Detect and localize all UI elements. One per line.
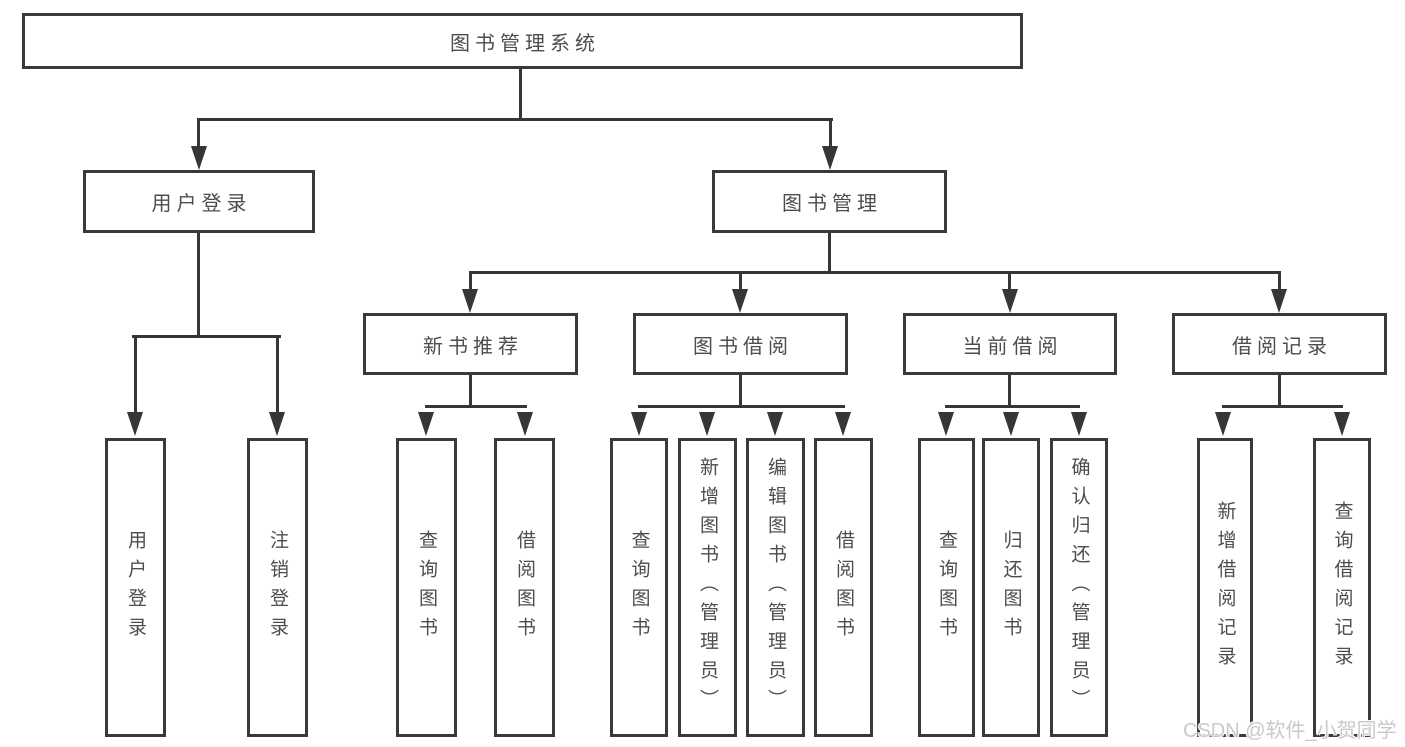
node-new-book-recommend-label: 新书推荐 xyxy=(423,335,523,358)
leaf-add-books-admin-label: 新增图书（管理员） xyxy=(697,457,718,718)
arrow-down-icon xyxy=(517,412,533,436)
arrow-down-icon xyxy=(127,412,143,436)
leaf-query-books-current-label: 查询图书 xyxy=(936,529,957,646)
csdn-watermark: CSDN @软件_小贺同学 xyxy=(1183,720,1397,742)
node-book-borrowing-label: 图书借阅 xyxy=(693,335,793,358)
leaf-query-books-recommend: 查询图书 xyxy=(396,438,457,737)
connector-drop-leaf-logout xyxy=(276,335,279,413)
connector-new-book-stem xyxy=(469,375,472,408)
leaf-query-borrow-record: 查询借阅记录 xyxy=(1313,438,1371,737)
leaf-query-books-recommend-label: 查询图书 xyxy=(416,529,437,646)
arrow-down-icon xyxy=(631,412,647,436)
leaf-logout-label: 注销登录 xyxy=(267,529,288,646)
connector-root-crossbar xyxy=(197,118,833,121)
leaf-borrow-books-label: 借阅图书 xyxy=(833,529,854,646)
node-borrowing-records-label: 借阅记录 xyxy=(1232,335,1332,358)
connector-user-login-stem xyxy=(197,233,200,338)
leaf-user-login: 用户登录 xyxy=(105,438,166,737)
connector-drop-new-book-recommend xyxy=(469,271,472,292)
node-borrowing-records: 借阅记录 xyxy=(1172,313,1387,375)
node-current-borrowing-label: 当前借阅 xyxy=(962,335,1063,358)
node-user-login: 用户登录 xyxy=(83,170,315,233)
leaf-edit-books-admin-label: 编辑图书（管理员） xyxy=(765,457,786,718)
arrow-down-icon xyxy=(1334,412,1350,436)
connector-current-borrowing-stem xyxy=(1008,375,1011,408)
leaf-add-borrow-record: 新增借阅记录 xyxy=(1197,438,1253,737)
connector-borrowing-records-crossbar xyxy=(1222,405,1343,408)
arrow-down-icon xyxy=(1071,412,1087,436)
arrow-down-icon xyxy=(767,412,783,436)
leaf-query-books-current: 查询图书 xyxy=(918,438,975,737)
arrow-down-icon xyxy=(269,412,285,436)
connector-book-borrowing-stem xyxy=(739,375,742,408)
leaf-borrow-books: 借阅图书 xyxy=(814,438,873,737)
connector-new-book-crossbar xyxy=(425,405,527,408)
leaf-borrow-books-recommend: 借阅图书 xyxy=(494,438,555,737)
leaf-add-books-admin: 新增图书（管理员） xyxy=(678,438,737,737)
arrow-down-icon xyxy=(835,412,851,436)
leaf-return-books: 归还图书 xyxy=(982,438,1040,737)
connector-drop-book-borrowing xyxy=(739,271,742,292)
connector-book-management-stem xyxy=(828,233,831,274)
leaf-return-books-label: 归还图书 xyxy=(1000,529,1022,646)
connector-drop-borrowing-records xyxy=(1278,271,1281,292)
connector-book-management-crossbar xyxy=(469,271,1281,274)
connector-drop-current-borrowing xyxy=(1008,271,1011,292)
arrow-down-icon xyxy=(418,412,434,436)
node-user-login-label: 用户登录 xyxy=(151,193,252,215)
connector-root-stem xyxy=(519,69,522,120)
arrow-down-icon xyxy=(732,289,748,313)
leaf-confirm-return-admin-label: 确认归还（管理员） xyxy=(1068,457,1090,718)
arrow-down-icon xyxy=(191,146,207,170)
node-book-borrowing: 图书借阅 xyxy=(633,313,848,375)
node-library-management-system-label: 图书管理系统 xyxy=(450,32,600,55)
arrow-down-icon xyxy=(699,412,715,436)
connector-borrowing-records-stem xyxy=(1278,375,1281,408)
node-library-management-system: 图书管理系统 xyxy=(22,13,1023,69)
node-book-management: 图书管理 xyxy=(712,170,947,233)
leaf-query-borrow-record-label: 查询借阅记录 xyxy=(1331,500,1353,675)
connector-drop-book-management xyxy=(829,118,832,148)
node-new-book-recommend: 新书推荐 xyxy=(363,313,578,375)
leaf-add-borrow-record-label: 新增借阅记录 xyxy=(1214,500,1236,675)
connector-drop-user-login xyxy=(197,118,200,148)
leaf-confirm-return-admin: 确认归还（管理员） xyxy=(1050,438,1108,737)
arrow-down-icon xyxy=(822,146,838,170)
leaf-borrow-books-recommend-label: 借阅图书 xyxy=(514,529,535,646)
arrow-down-icon xyxy=(1215,412,1231,436)
connector-drop-leaf-user-login xyxy=(134,335,137,413)
leaf-query-books-borrowing-label: 查询图书 xyxy=(628,529,650,646)
leaf-user-login-label: 用户登录 xyxy=(125,529,146,646)
leaf-logout: 注销登录 xyxy=(247,438,308,737)
connector-user-login-crossbar xyxy=(132,335,281,338)
arrow-down-icon xyxy=(462,289,478,313)
connector-current-borrowing-crossbar xyxy=(945,405,1080,408)
leaf-edit-books-admin: 编辑图书（管理员） xyxy=(746,438,805,737)
connector-book-borrowing-crossbar xyxy=(638,405,845,408)
arrow-down-icon xyxy=(1002,289,1018,313)
arrow-down-icon xyxy=(938,412,954,436)
arrow-down-icon xyxy=(1271,289,1287,313)
node-current-borrowing: 当前借阅 xyxy=(903,313,1117,375)
leaf-query-books-borrowing: 查询图书 xyxy=(610,438,668,737)
node-book-management-label: 图书管理 xyxy=(782,193,882,215)
arrow-down-icon xyxy=(1003,412,1019,436)
